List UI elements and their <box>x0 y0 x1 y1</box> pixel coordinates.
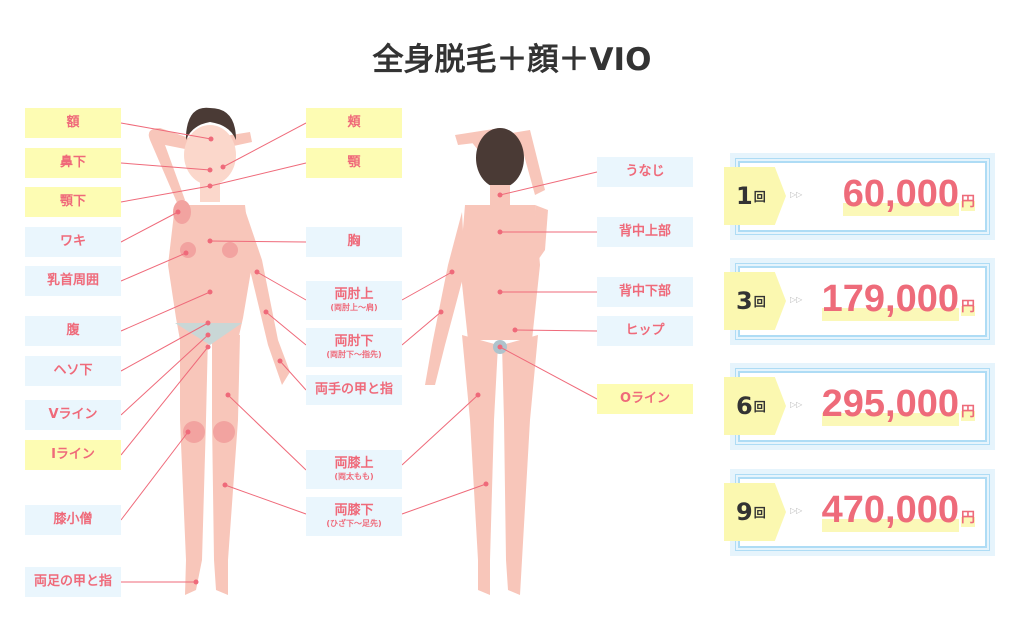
label-sub: (両肘下～指先) <box>326 350 382 360</box>
page-title: 全身脱毛＋顔＋VIO <box>372 42 652 78</box>
session-unit: 回 <box>753 399 766 414</box>
label-lower-arms: 両肘下(両肘下～指先) <box>306 328 402 367</box>
session-unit: 回 <box>753 294 766 309</box>
session-count: 1 <box>736 182 753 210</box>
price-value: 470,000 <box>821 489 959 532</box>
label-hands: 両手の甲と指 <box>306 375 402 405</box>
session-count: 9 <box>736 498 753 526</box>
label-below-navel: ヘソ下 <box>25 356 121 386</box>
label-hips: ヒップ <box>597 316 693 346</box>
double-arrow-icon: ▷▷ <box>790 506 803 515</box>
label-under-chin: 顎下 <box>25 187 121 217</box>
label-nape: うなじ <box>597 157 693 187</box>
label-v-line: Vライン <box>25 400 121 430</box>
label-text: 両膝下 <box>334 503 374 519</box>
session-count: 6 <box>736 392 753 420</box>
label-o-line: Oライン <box>597 384 693 414</box>
double-arrow-icon: ▷▷ <box>790 400 803 409</box>
label-lower-legs: 両膝下(ひざ下～足先) <box>306 497 402 536</box>
label-belly: 腹 <box>25 316 121 346</box>
label-sub: (ひざ下～足先) <box>326 519 382 529</box>
session-unit: 回 <box>753 505 766 520</box>
label-upper-back: 背中上部 <box>597 217 693 247</box>
leader-lines <box>120 122 598 583</box>
label-text: 両肘上 <box>334 287 374 303</box>
label-chest: 胸 <box>306 227 402 257</box>
label-feet: 両足の甲と指 <box>25 567 121 597</box>
label-knees: 膝小僧 <box>25 505 121 535</box>
label-sub: (両太もも) <box>334 472 374 482</box>
back-figure <box>425 128 548 595</box>
label-sub: (両肘上～肩) <box>330 303 378 313</box>
price-currency: 円 <box>961 191 975 211</box>
label-i-line: Iライン <box>25 440 121 470</box>
price-currency: 円 <box>961 507 975 527</box>
label-thighs: 両膝上(両太もも) <box>306 450 402 489</box>
label-chin: 顎 <box>306 148 402 178</box>
price-value: 60,000 <box>842 173 959 216</box>
session-unit: 回 <box>753 189 766 204</box>
session-count: 3 <box>736 287 753 315</box>
label-under-nose: 鼻下 <box>25 148 121 178</box>
label-forehead: 額 <box>25 108 121 138</box>
label-text: 両肘下 <box>334 334 374 350</box>
price-value: 295,000 <box>821 383 959 426</box>
label-nipple-area: 乳首周囲 <box>25 266 121 296</box>
double-arrow-icon: ▷▷ <box>790 295 803 304</box>
label-text: 両膝上 <box>334 456 374 472</box>
label-cheeks: 頬 <box>306 108 402 138</box>
double-arrow-icon: ▷▷ <box>790 190 803 199</box>
price-currency: 円 <box>961 401 975 421</box>
price-value: 179,000 <box>821 278 959 321</box>
label-upper-arms: 両肘上(両肘上～肩) <box>306 281 402 320</box>
label-lower-back: 背中下部 <box>597 277 693 307</box>
label-underarm: ワキ <box>25 227 121 257</box>
price-currency: 円 <box>961 296 975 316</box>
front-figure <box>148 107 290 595</box>
area-dots <box>175 136 518 585</box>
